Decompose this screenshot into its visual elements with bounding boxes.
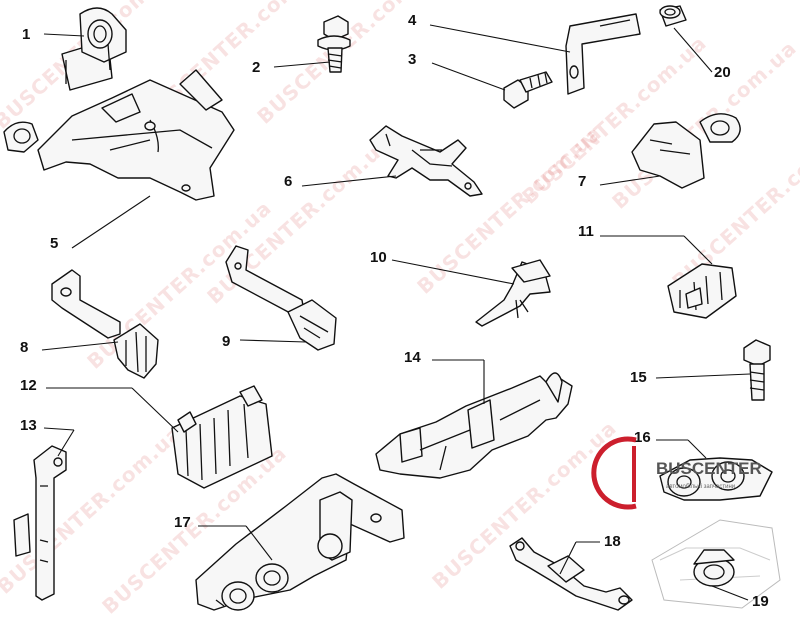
- callout-11: 11: [578, 223, 594, 240]
- part-13-strap: [13, 445, 67, 601]
- callout-16: 16: [634, 429, 651, 446]
- part-8-bracket: [51, 269, 159, 379]
- callout-13: 13: [20, 417, 37, 434]
- part-9-bracket: [225, 245, 337, 351]
- part-16-clamps: [659, 457, 773, 501]
- callout-6: 6: [284, 173, 292, 190]
- part-3-bolt: [503, 71, 553, 109]
- callout-8: 8: [20, 339, 28, 356]
- logo-tagline: автомобільні запчастини: [666, 484, 735, 490]
- buscenter-logo: BUSCENTER автомобільні запчастини: [591, 436, 762, 510]
- callout-4: 4: [408, 12, 417, 29]
- part-19-clamp: [651, 519, 781, 609]
- part-5-large-bracket: [3, 69, 235, 201]
- callout-20: 20: [714, 64, 731, 81]
- callout-10: 10: [370, 249, 387, 266]
- callout-14: 14: [404, 349, 421, 366]
- callout-9: 9: [222, 333, 230, 350]
- part-1-clip: [61, 7, 127, 91]
- part-18-bracket: [509, 537, 633, 611]
- callout-1: 1: [22, 26, 30, 43]
- callout-19: 19: [752, 593, 769, 610]
- callout-17: 17: [174, 514, 191, 531]
- part-2-bolt: [317, 15, 351, 73]
- part-14-tray: [375, 372, 573, 479]
- part-7-support: [631, 113, 741, 189]
- watermark: BUSCENTER.com.ua: [252, 0, 446, 129]
- part-11-clip: [667, 263, 737, 319]
- watermark: BUSCENTER.com.ua: [412, 121, 606, 299]
- part-17-bracket: [195, 473, 405, 611]
- part-12-block: [171, 385, 273, 489]
- logo-name: BUSCENTER: [656, 459, 762, 478]
- part-10-bracket: [475, 259, 551, 327]
- part-4-bracket: [565, 13, 641, 95]
- callout-18: 18: [604, 533, 621, 550]
- callout-12: 12: [20, 377, 37, 394]
- part-6-bracket: [369, 125, 483, 197]
- callout-15: 15: [630, 369, 647, 386]
- part-20-sleeve: [659, 5, 687, 27]
- callout-2: 2: [252, 59, 260, 76]
- callout-7: 7: [578, 173, 586, 190]
- callout-5: 5: [50, 235, 58, 252]
- callout-3: 3: [408, 51, 416, 68]
- part-15-bolt: [743, 339, 771, 401]
